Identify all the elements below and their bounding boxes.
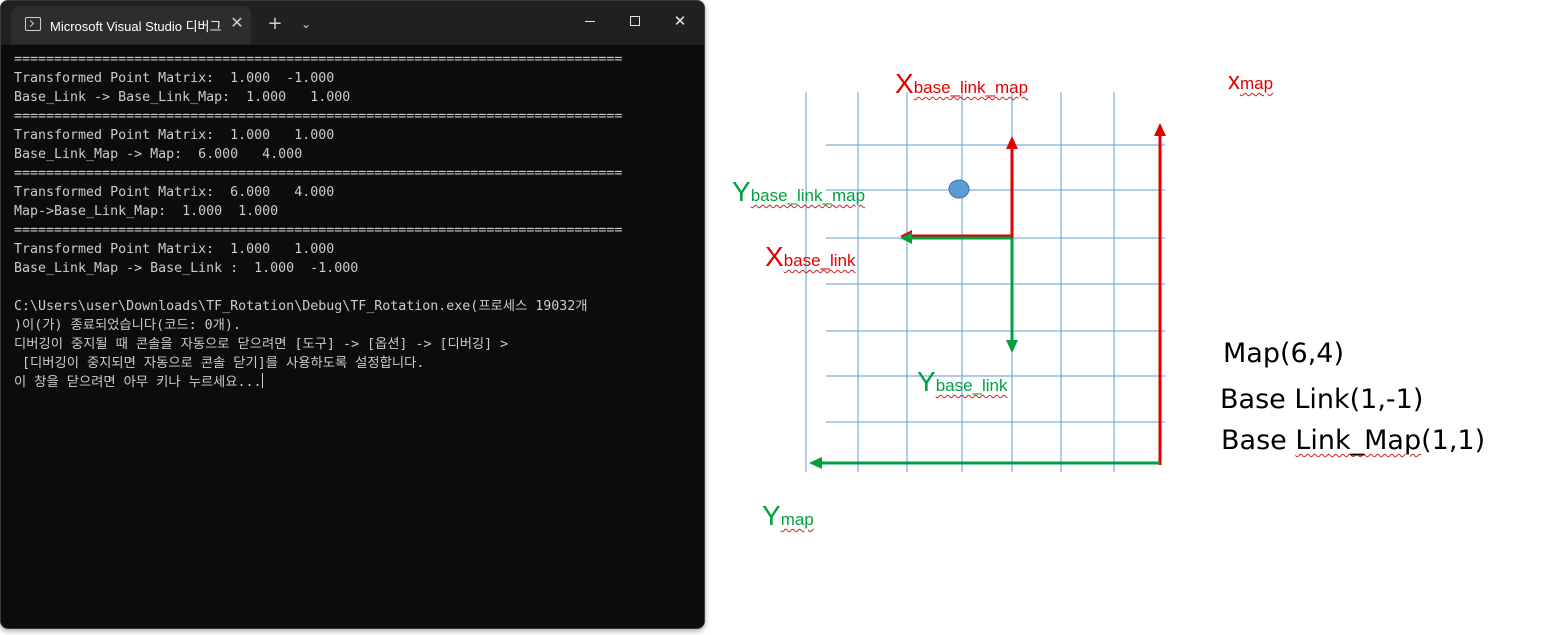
console-line: Base_Link -> Base_Link_Map: 1.000 1.000 <box>14 90 351 105</box>
base-link-y-axis-arrow <box>1006 238 1018 353</box>
label-x-map: xmap <box>1228 68 1274 95</box>
console-line: Transformed Point Matrix: 1.000 1.000 <box>14 128 335 143</box>
target-point <box>948 179 970 199</box>
prompt-text: 이 창을 닫으려면 아무 키나 누르세요... <box>14 375 262 390</box>
new-tab-button[interactable]: + <box>267 13 283 34</box>
console-line: [디버깅이 중지되면 자동으로 콘솔 닫기]를 사용하도록 설정합니다. <box>14 356 425 371</box>
base-link-map-y-axis-arrow <box>900 232 1012 244</box>
tab-console[interactable]: Microsoft Visual Studio 디버그 ✕ <box>11 6 251 44</box>
base-link-x-axis-arrow <box>900 230 1012 242</box>
console-line: ========================================… <box>14 166 623 181</box>
console-line: Base_Link_Map -> Map: 6.000 4.000 <box>14 147 303 162</box>
console-line <box>14 278 694 297</box>
console-line: Transformed Point Matrix: 1.000 1.000 <box>14 242 335 257</box>
minimize-button[interactable] <box>567 7 613 35</box>
base-link-map-x-axis-arrow <box>1006 136 1018 238</box>
terminal-icon <box>25 17 41 31</box>
label-y-base-link-map: Ybase_link_map <box>732 176 866 207</box>
console-window: Microsoft Visual Studio 디버그 ✕ + ⌄ ✕ ====… <box>0 0 705 629</box>
label-y-base-link: Ybase_link <box>917 366 1008 397</box>
text-cursor <box>261 373 263 388</box>
console-line: Transformed Point Matrix: 6.000 4.000 <box>14 185 335 200</box>
label-x-base-link-map: Xbase_link_map <box>895 68 1029 99</box>
chevron-down-icon[interactable]: ⌄ <box>300 17 312 31</box>
maximize-button[interactable] <box>612 7 658 35</box>
console-line: C:\Users\user\Downloads\TF_Rotation\Debu… <box>14 299 588 314</box>
window-title: Microsoft Visual Studio 디버그 <box>50 19 222 34</box>
console-line: ========================================… <box>14 52 623 67</box>
label-x-base-link: Xbase_link <box>765 241 856 272</box>
note-base-link-map: Base Link_Map(1,1) <box>1221 425 1486 456</box>
note-base-link: Base Link(1,-1) <box>1220 384 1424 415</box>
console-line: Transformed Point Matrix: 1.000 -1.000 <box>14 71 335 86</box>
console-line: Base_Link_Map -> Base_Link : 1.000 -1.00… <box>14 261 359 276</box>
map-y-axis-arrow <box>809 457 1160 469</box>
console-line: 이 창을 닫으려면 아무 키나 누르세요... <box>14 373 694 392</box>
title-bar[interactable]: Microsoft Visual Studio 디버그 ✕ + ⌄ ✕ <box>1 1 704 45</box>
console-line: ========================================… <box>14 109 623 124</box>
grid <box>805 92 1165 472</box>
console-output[interactable]: ========================================… <box>14 50 694 392</box>
close-window-button[interactable]: ✕ <box>673 12 687 30</box>
console-line: Map->Base_Link_Map: 1.000 1.000 <box>14 204 279 219</box>
map-x-axis-arrow <box>1154 123 1166 465</box>
diagram-canvas <box>805 92 1166 472</box>
console-line: )이(가) 종료되었습니다(코드: 0개). <box>14 318 241 333</box>
console-line: 디버깅이 중지될 때 콘솔을 자동으로 닫으려면 [도구] -> [옵션] ->… <box>14 337 509 352</box>
console-line: ========================================… <box>14 223 623 238</box>
frame-diagram: Xbase_link_map xmap Ybase_link_map Xbase… <box>720 0 1543 635</box>
label-y-map: Ymap <box>762 500 814 531</box>
close-icon[interactable]: ✕ <box>230 13 244 32</box>
note-map: Map(6,4) <box>1223 338 1344 369</box>
